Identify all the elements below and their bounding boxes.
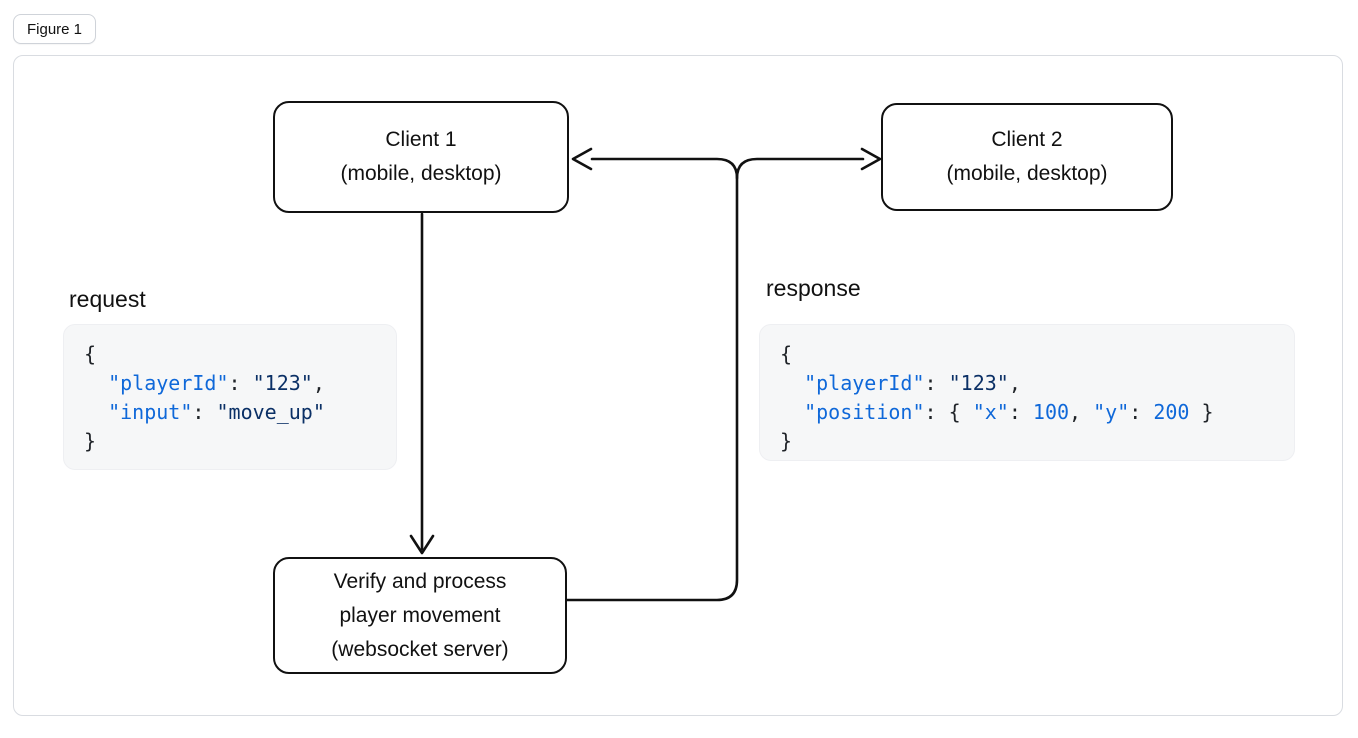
node-server-line2: player movement: [339, 603, 501, 627]
figure-label: Figure 1: [27, 20, 83, 38]
node-client2-subtitle: (mobile, desktop): [946, 162, 1108, 185]
figure-label-button[interactable]: Figure 1: [13, 14, 97, 44]
request-label: request: [69, 286, 146, 312]
arrow-server-to-client2: [735, 147, 882, 180]
arrow-server-to-client1: [565, 147, 739, 602]
arrow-client1-to-server: [409, 212, 435, 555]
request-code-block: { "playerId": "123", "input": "move_up"}: [63, 324, 397, 470]
node-client2: Client 2 (mobile, desktop): [881, 103, 1173, 211]
node-client1: Client 1 (mobile, desktop): [273, 101, 569, 213]
diagram-canvas: Client 1 (mobile, desktop) Client 2 (mob…: [13, 55, 1343, 716]
node-websocket-server: Verify and process player movement (webs…: [273, 557, 567, 674]
node-client1-title: Client 1: [385, 128, 457, 151]
node-server-line3: (websocket server): [331, 637, 509, 661]
node-server-line1: Verify and process: [333, 569, 507, 593]
node-client1-subtitle: (mobile, desktop): [340, 162, 502, 185]
response-code-block: { "playerId": "123", "position": { "x": …: [759, 324, 1295, 461]
node-client2-title: Client 2: [991, 128, 1063, 151]
response-label: response: [766, 275, 861, 301]
